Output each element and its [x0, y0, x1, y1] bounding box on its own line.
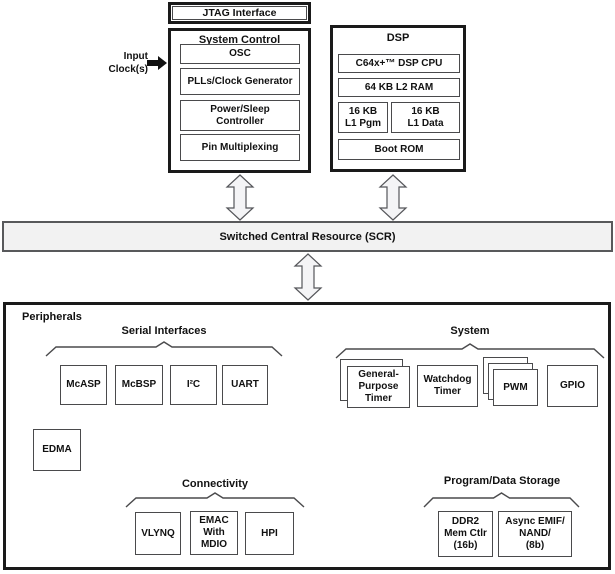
vlynq-block: VLYNQ — [135, 512, 181, 555]
input-clocks-arrow-icon — [147, 56, 167, 70]
storage-brace — [423, 492, 580, 508]
connectivity-heading: Connectivity — [181, 478, 249, 490]
emac-mdio-block: EMAC With MDIO — [190, 511, 238, 555]
boot-rom-block: Boot ROM — [338, 139, 460, 160]
gpio-block: GPIO — [547, 365, 598, 407]
system-control-title: System Control — [198, 34, 281, 46]
system-control-scr-arrow-icon — [225, 174, 255, 221]
peripherals-title: Peripherals — [22, 311, 82, 323]
serial-interfaces-heading: Serial Interfaces — [121, 325, 207, 337]
system-group-heading: System — [450, 325, 490, 337]
pin-multiplexing-block: Pin Multiplexing — [180, 134, 300, 161]
general-purpose-timer-block: General- Purpose Timer — [347, 366, 410, 408]
plls-clock-generator-block: PLLs/Clock Generator — [180, 68, 300, 95]
storage-heading: Program/Data Storage — [443, 475, 561, 487]
scr-peripherals-arrow-icon — [293, 253, 323, 301]
connectivity-brace — [125, 492, 305, 508]
system-group-brace — [335, 343, 605, 359]
edma-block: EDMA — [33, 429, 81, 471]
pwm-block: PWM — [493, 369, 538, 406]
i2c-block: I²C — [170, 365, 217, 405]
dsp-scr-arrow-icon — [378, 174, 408, 221]
dsp-cpu-block: C64x+™ DSP CPU — [338, 54, 460, 73]
mcbsp-block: McBSP — [115, 365, 163, 405]
dsp-title: DSP — [386, 32, 410, 44]
async-emif-nand-block: Async EMIF/ NAND/ (8b) — [498, 511, 572, 557]
uart-block: UART — [222, 365, 268, 405]
l2-ram-block: 64 KB L2 RAM — [338, 78, 460, 97]
power-sleep-controller-block: Power/Sleep Controller — [180, 100, 300, 131]
hpi-block: HPI — [245, 512, 294, 555]
scr-bar: Switched Central Resource (SCR) — [2, 221, 613, 252]
jtag-interface-label: JTAG Interface — [172, 6, 307, 20]
ddr2-mem-ctlr-block: DDR2 Mem Ctlr (16b) — [438, 511, 493, 557]
l1-data-block: 16 KB L1 Data — [391, 102, 460, 133]
watchdog-timer-block: Watchdog Timer — [417, 365, 478, 407]
l1-pgm-block: 16 KB L1 Pgm — [338, 102, 388, 133]
input-clocks-label: Input Clock(s) — [108, 51, 148, 75]
serial-interfaces-brace — [45, 341, 283, 357]
mcasp-block: McASP — [60, 365, 107, 405]
osc-block: OSC — [180, 44, 300, 64]
